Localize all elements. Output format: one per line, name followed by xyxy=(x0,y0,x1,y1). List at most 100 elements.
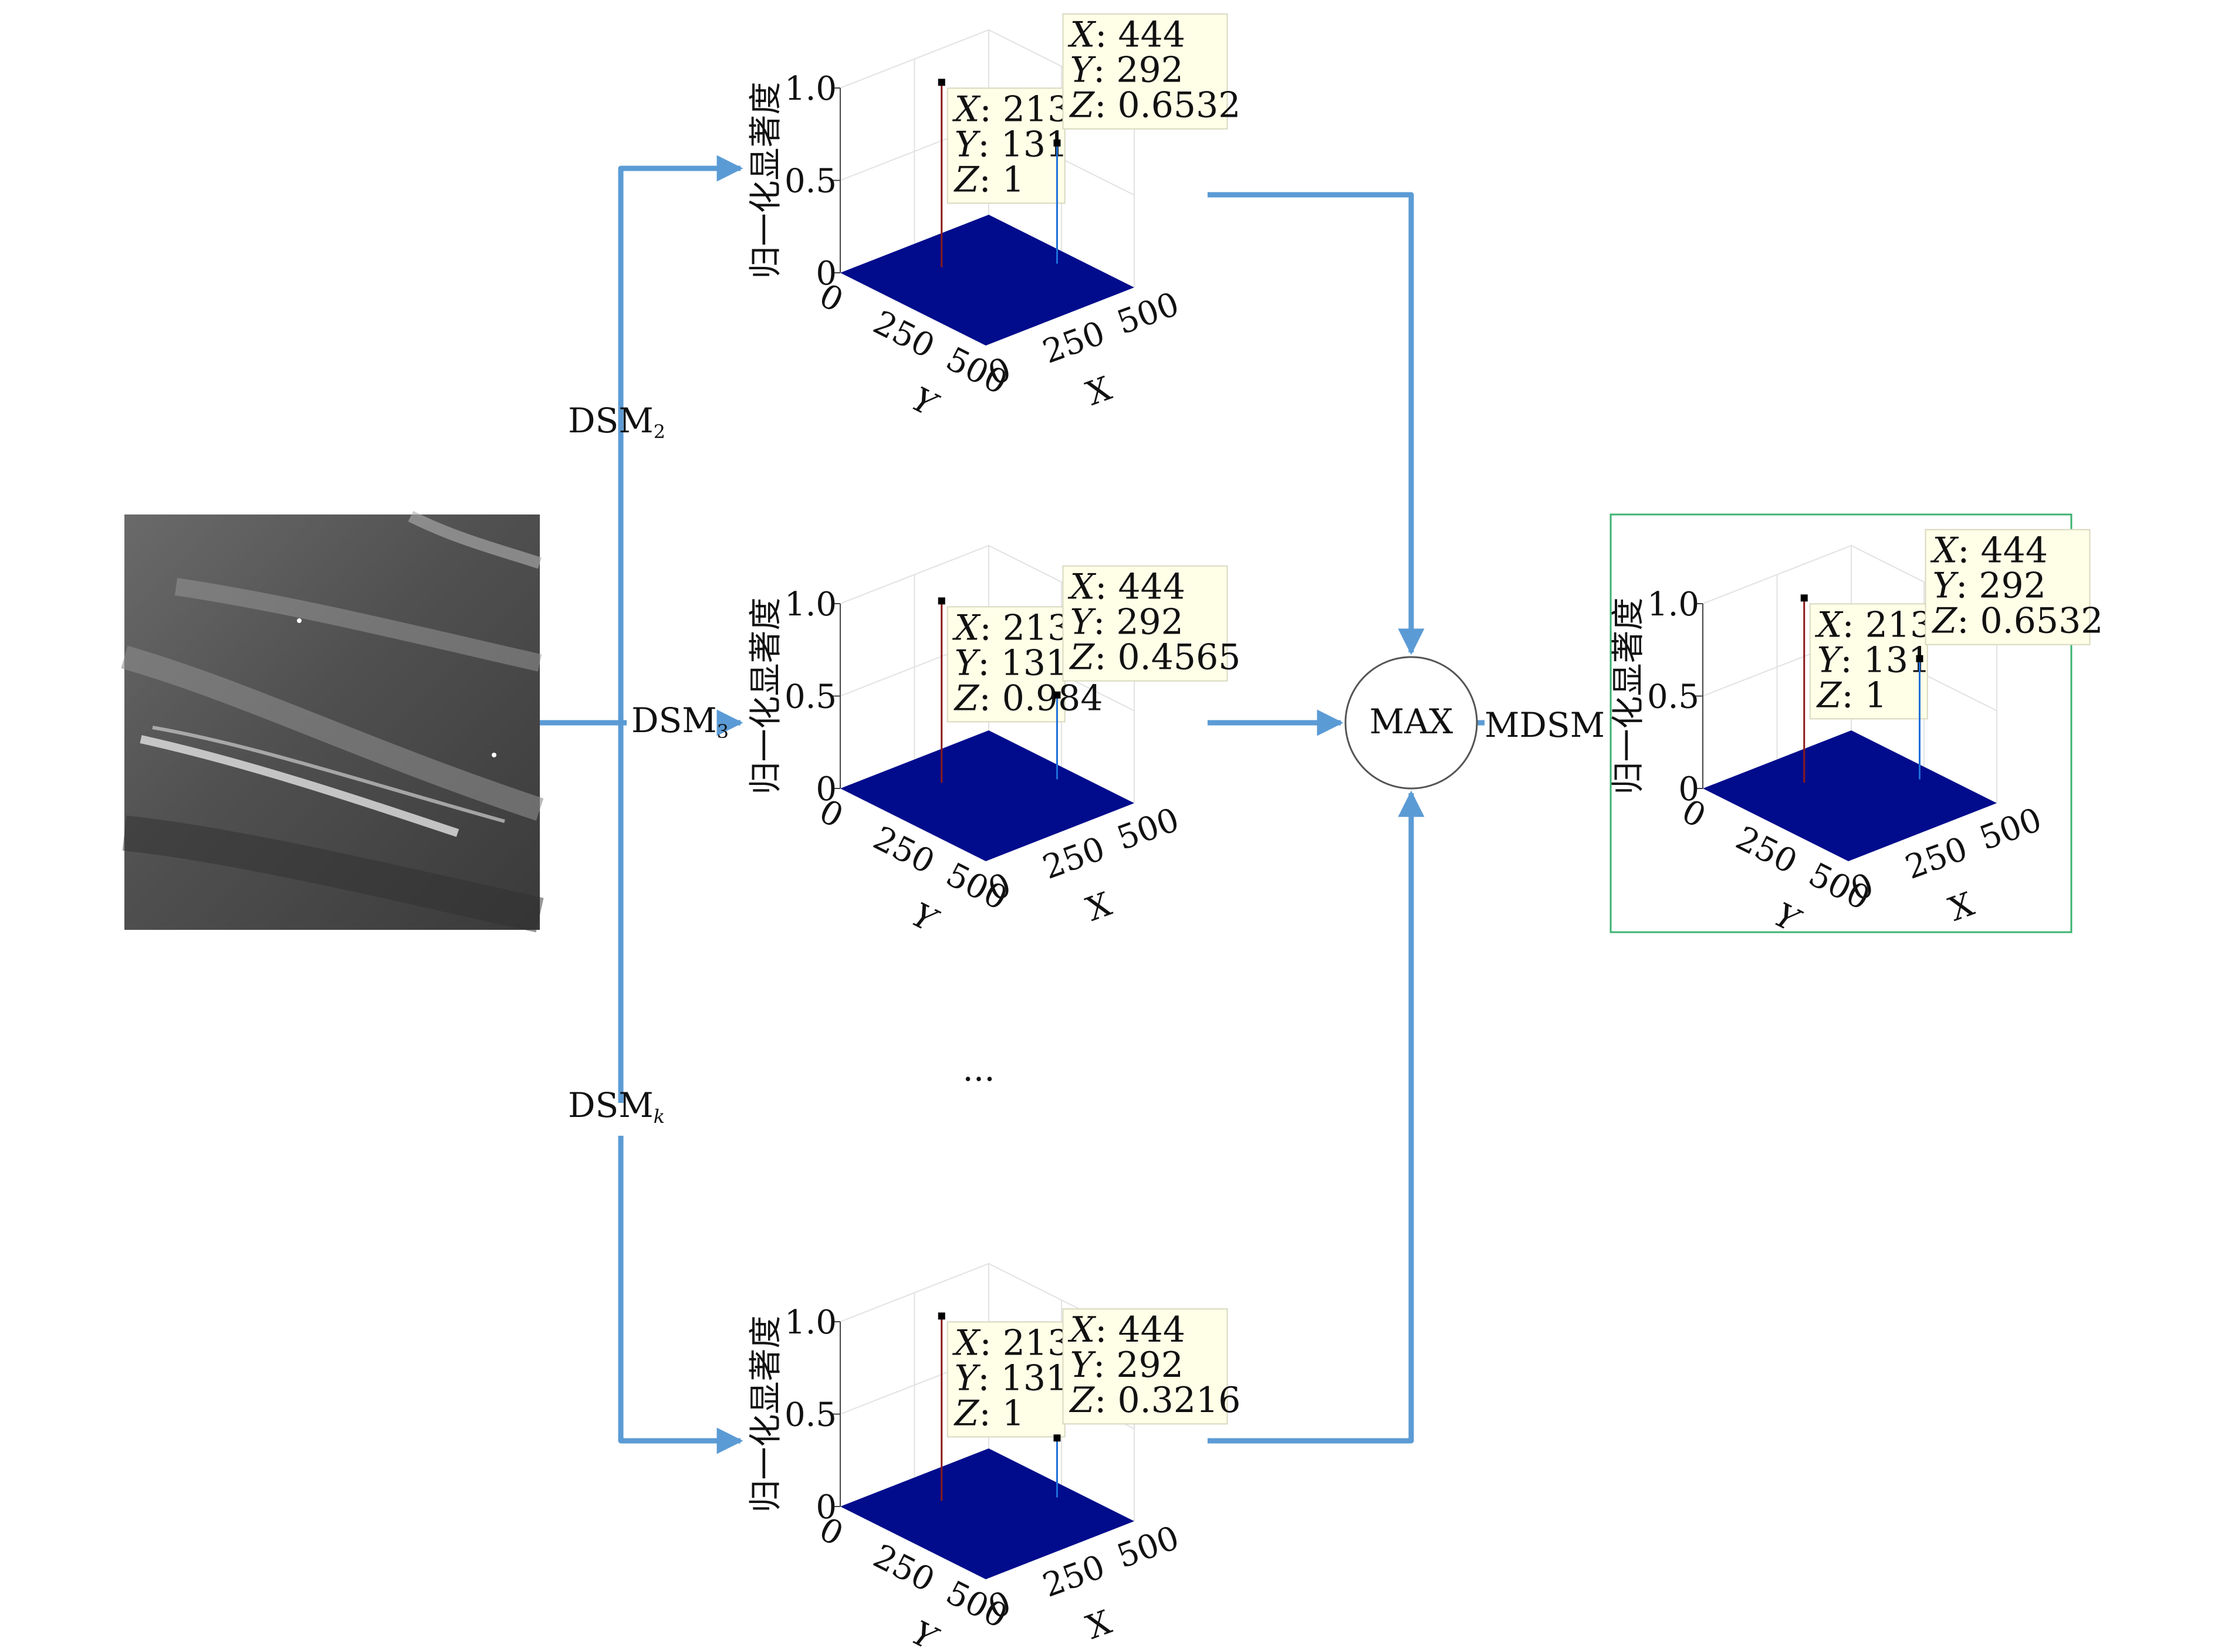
flow-arrows xyxy=(540,155,1485,1454)
x-tick-label: 250 xyxy=(1038,1548,1110,1605)
x-tick-label: 250 xyxy=(1038,314,1110,371)
datatip-marker xyxy=(938,1312,945,1320)
saliency-surface xyxy=(840,215,1134,346)
z-tick-label: 1.0 xyxy=(785,1304,837,1342)
ellipsis: ... xyxy=(962,1049,995,1089)
datatip-line: Z: 0.6532 xyxy=(1069,85,1240,126)
datatip-line: Y: 292 xyxy=(1070,50,1183,91)
datatip-line: Y: 292 xyxy=(1070,602,1183,643)
flow-to-dsmk xyxy=(618,1136,743,1454)
datatip-line: X: 444 xyxy=(1067,1309,1185,1350)
datatip-box xyxy=(946,87,1066,204)
datatip-line: Z: 1 xyxy=(1816,675,1887,716)
datatip-line: Z: 0.3216 xyxy=(1069,1380,1240,1421)
result-frame xyxy=(1610,513,2072,933)
datatip-line: X: 213 xyxy=(952,1322,1070,1363)
target-point xyxy=(492,753,496,757)
datatip-line: Z: 0.4565 xyxy=(1069,637,1240,678)
saliency-surface xyxy=(840,730,1134,861)
datatip-box xyxy=(1925,529,2091,645)
z-tick-label: 0.5 xyxy=(785,678,837,716)
z-axis-label: 归一化显著度 xyxy=(747,1316,785,1513)
flow-dsm2-to-max xyxy=(1208,192,1425,655)
datatip-marker xyxy=(1800,594,1808,602)
branch-label-dsmk: DSMk xyxy=(568,1085,665,1128)
z-tick-label: 0 xyxy=(816,255,837,293)
datatip-box xyxy=(946,1321,1066,1438)
x-axis-label: X xyxy=(1081,1603,1117,1647)
z-tick-label: 1.0 xyxy=(785,585,837,624)
datatip-marker xyxy=(938,79,945,86)
x-tick-label: 250 xyxy=(1038,830,1110,887)
z-tick-label: 0 xyxy=(1678,770,1699,808)
z-tick-label: 1.0 xyxy=(785,70,837,108)
datatip-marker xyxy=(1053,139,1061,147)
x-axis-label: X xyxy=(1081,885,1117,929)
max-node: MAX xyxy=(1344,656,1478,790)
datatip-box xyxy=(1062,565,1228,682)
datatip-line: X: 444 xyxy=(1067,15,1185,56)
target-point xyxy=(297,618,302,623)
branch-label-dsm3: DSM3 xyxy=(631,700,729,743)
x-tick-label: 250 xyxy=(1901,830,1973,887)
flow-dsmk-to-max xyxy=(1208,790,1425,1444)
datatip-line: Z: 0.984 xyxy=(954,678,1103,719)
max-label: MAX xyxy=(1370,702,1453,742)
datatip-box xyxy=(1062,13,1228,130)
datatip-line: X: 213 xyxy=(952,89,1070,130)
datatip-line: Y: 292 xyxy=(1932,566,2045,607)
datatip-line: X: 444 xyxy=(1930,530,2048,571)
output-label: MDSM xyxy=(1485,705,1605,745)
flow-to-dsm2 xyxy=(618,155,743,443)
x-axis-label: X xyxy=(1081,370,1117,414)
branch-label-dsm2: DSM2 xyxy=(568,401,665,443)
z-tick-label: 0.5 xyxy=(785,163,837,201)
datatip-box xyxy=(1062,1308,1228,1425)
z-tick-label: 1.0 xyxy=(1647,585,1699,624)
datatip-line: X: 213 xyxy=(952,607,1070,648)
datatip-box xyxy=(946,606,1066,723)
datatip-line: X: 444 xyxy=(1067,567,1185,608)
datatip-line: Y: 131 xyxy=(955,124,1068,165)
datatip-marker xyxy=(938,597,945,605)
saliency-surface xyxy=(840,1448,1134,1579)
datatip-line: Y: 131 xyxy=(955,642,1068,683)
datatip-marker xyxy=(1053,691,1061,699)
z-tick-label: 0.5 xyxy=(1647,678,1699,716)
z-axis-label: 归一化显著度 xyxy=(1610,598,1648,795)
z-tick-label: 0 xyxy=(816,1488,837,1526)
x-axis-label: X xyxy=(1944,885,1979,929)
y-axis-label: Y xyxy=(905,380,945,425)
datatip-line: Y: 131 xyxy=(1817,639,1930,681)
datatip-line: Z: 1 xyxy=(954,159,1025,200)
x-tick-label: 500 xyxy=(1974,801,2047,858)
datatip-line: X: 213 xyxy=(1815,604,1933,645)
datatip-line: Z: 1 xyxy=(954,1393,1025,1434)
z-axis-label: 归一化显著度 xyxy=(747,82,785,279)
branch-labels: DSM2 DSM3 DSMk ... xyxy=(568,401,995,1128)
y-axis-label: Y xyxy=(905,896,945,941)
y-axis-label: Y xyxy=(905,1614,945,1649)
datatip-line: Y: 292 xyxy=(1070,1345,1183,1386)
x-tick-label: 500 xyxy=(1112,285,1184,343)
z-tick-label: 0.5 xyxy=(785,1396,837,1434)
input-image xyxy=(121,511,544,933)
datatip-line: Z: 0.6532 xyxy=(1931,601,2103,642)
datatip-line: Y: 131 xyxy=(955,1358,1068,1399)
z-axis-label: 归一化显著度 xyxy=(747,598,785,795)
y-axis-label: Y xyxy=(1768,896,1807,941)
